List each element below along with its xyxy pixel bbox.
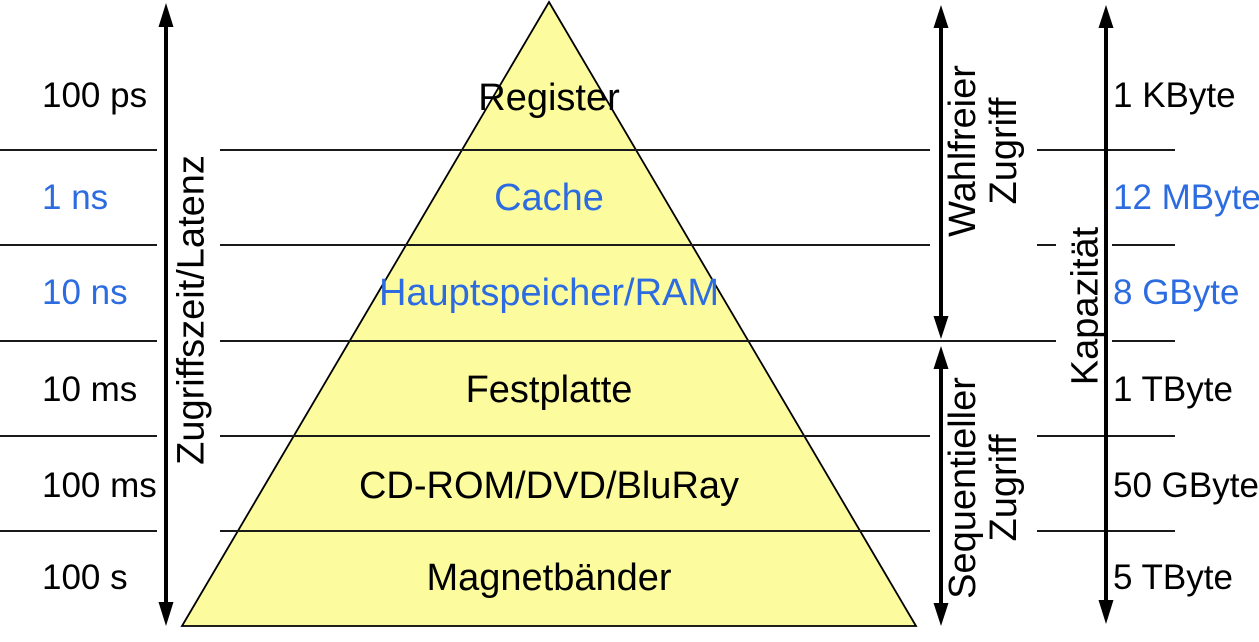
random-access-label: Wahlfreier Zugriff bbox=[942, 65, 1025, 237]
latency-value-tape: 100 s bbox=[42, 558, 128, 597]
random-access-label-line1: Wahlfreier bbox=[942, 65, 984, 237]
latency-axis-label: Zugriffszeit/Latenz bbox=[170, 155, 213, 465]
capacity-value-register: 1 KByte bbox=[1113, 76, 1236, 115]
level-disk: Festplatte bbox=[465, 369, 633, 411]
random-access-label-line2: Zugriff bbox=[983, 97, 1025, 205]
latency-value-ram: 10 ns bbox=[42, 273, 128, 312]
level-optical: CD-ROM/DVD/BluRay bbox=[358, 465, 740, 507]
capacity-value-cache: 12 MByte bbox=[1113, 178, 1259, 217]
level-register: Register bbox=[478, 77, 620, 119]
sequential-access-arrow bbox=[933, 346, 949, 626]
capacity-value-tape: 5 TByte bbox=[1113, 558, 1233, 597]
sequential-access-label: Sequentieller Zugriff bbox=[942, 377, 1025, 599]
level-ram: Hauptspeicher/RAM bbox=[378, 272, 720, 314]
pyramid-shape bbox=[180, 0, 918, 627]
sequential-access-label-line2: Zugriff bbox=[983, 434, 1025, 542]
latency-axis-arrow bbox=[158, 3, 174, 626]
capacity-value-optical: 50 GByte bbox=[1113, 466, 1259, 505]
capacity-value-disk: 1 TByte bbox=[1113, 370, 1233, 409]
random-access-arrow bbox=[933, 5, 949, 339]
sequential-access-label-line1: Sequentieller bbox=[942, 377, 984, 599]
latency-value-optical: 100 ms bbox=[42, 466, 157, 505]
latency-value-cache: 1 ns bbox=[42, 178, 109, 217]
latency-value-register: 100 ps bbox=[42, 76, 148, 115]
capacity-axis-label: Kapazität bbox=[1064, 226, 1107, 386]
capacity-value-ram: 8 GByte bbox=[1113, 273, 1240, 312]
latency-value-disk: 10 ms bbox=[42, 370, 138, 409]
capacity-axis-arrow bbox=[1098, 5, 1114, 624]
level-tape: Magnetbänder bbox=[426, 557, 672, 599]
level-cache: Cache bbox=[494, 177, 604, 219]
